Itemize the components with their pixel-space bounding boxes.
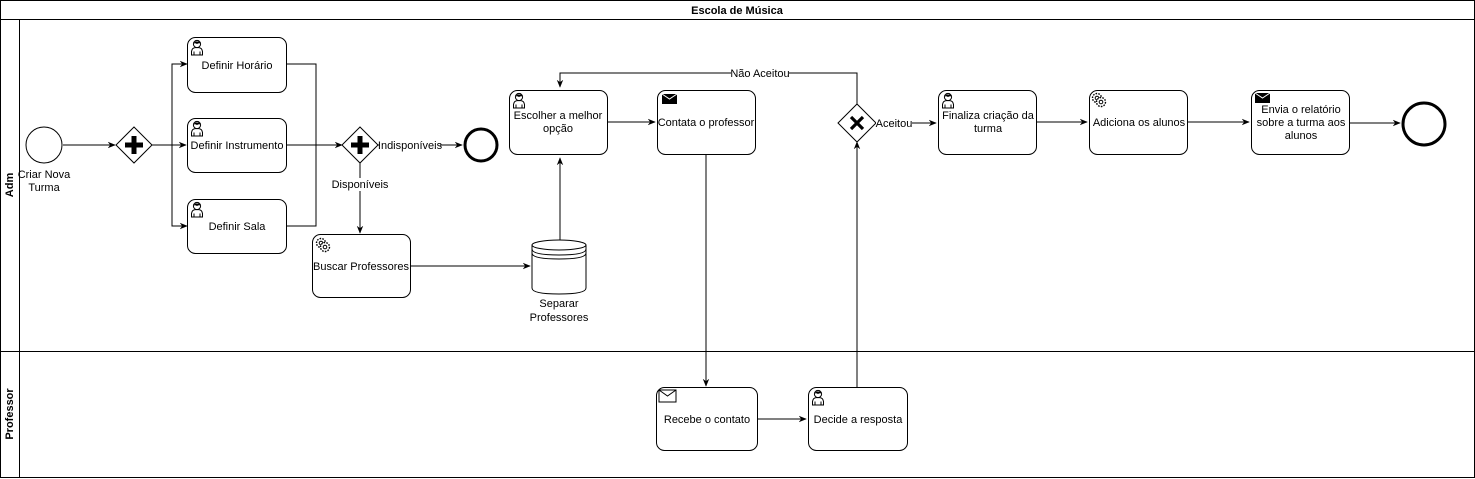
task-definir-instrumento[interactable]: Definir Instrumento: [187, 118, 287, 173]
flow-xor-nao-aceitou: [556, 72, 858, 104]
plus-icon: [125, 136, 143, 154]
svg-text:Contata o professor: Contata o professor: [658, 117, 755, 129]
svg-text:Finaliza criação da: Finaliza criação da: [942, 110, 1035, 122]
flow-label-aceitou: Aceitou: [876, 118, 913, 130]
svg-text:Definir Instrumento: Definir Instrumento: [191, 140, 284, 152]
flow-split-to-sala: [171, 145, 188, 230]
end-event[interactable]: [1401, 101, 1447, 147]
exclusive-gateway[interactable]: [837, 103, 877, 143]
flow-sala-to-join: [287, 145, 317, 227]
svg-text:Adiciona os alunos: Adiciona os alunos: [1093, 117, 1186, 129]
svg-text:sobre a turma aos: sobre a turma aos: [1257, 117, 1346, 129]
task-buscar-professores[interactable]: Buscar Professores: [312, 234, 411, 298]
svg-text:Definir Horário: Definir Horário: [202, 60, 273, 72]
task-contata-professor[interactable]: Contata o professor: [657, 90, 756, 155]
svg-text:Recebe o contato: Recebe o contato: [664, 414, 750, 426]
svg-text:Escolher a melhor: Escolher a melhor: [514, 110, 603, 122]
svg-text:Envia o relatório: Envia o relatório: [1261, 104, 1341, 116]
lane-label-adm: Adm: [4, 173, 16, 198]
task-escolher-melhor-opcao[interactable]: Escolher a melhor opção: [509, 90, 608, 155]
svg-text:opção: opção: [543, 123, 573, 135]
start-event-label: Criar Nova: [18, 169, 71, 181]
datastore-label: Separar: [539, 298, 578, 310]
parallel-split-gateway[interactable]: [115, 126, 153, 164]
task-adiciona-alunos[interactable]: Adiciona os alunos: [1089, 90, 1188, 155]
send-message-icon: [1254, 92, 1271, 104]
task-envia-relatorio[interactable]: Envia o relatório sobre a turma aos alun…: [1251, 90, 1350, 155]
parallel-join-gateway[interactable]: [341, 126, 379, 164]
plus-icon: [351, 136, 369, 154]
start-event[interactable]: [25, 126, 63, 164]
task-finaliza-criacao-turma[interactable]: Finaliza criação da turma: [938, 90, 1037, 155]
flow-label-disponiveis: Disponíveis: [332, 179, 389, 191]
receive-message-icon: [658, 389, 677, 403]
task-definir-horario[interactable]: Definir Horário: [187, 37, 287, 93]
task-decide-resposta[interactable]: Decide a resposta: [808, 387, 908, 451]
start-event-label: Turma: [28, 182, 60, 194]
send-message-icon: [661, 93, 678, 105]
datastore-label: Professores: [530, 312, 589, 324]
datastore-separar-professores[interactable]: [531, 239, 587, 295]
flow-label-nao-aceitou: Não Aceitou: [730, 68, 789, 80]
svg-text:alunos: alunos: [1285, 130, 1318, 142]
lane-label-professor: Professor: [4, 388, 16, 440]
pool-title: Escola de Música: [691, 5, 784, 17]
task-recebe-contato[interactable]: Recebe o contato: [656, 387, 758, 451]
svg-text:Decide a resposta: Decide a resposta: [814, 414, 904, 426]
end-event-indisponiveis[interactable]: [463, 127, 499, 163]
x-icon: [849, 115, 865, 131]
svg-text:turma: turma: [974, 123, 1003, 135]
flow-horario-to-join: [287, 63, 317, 145]
flow-label-indisponiveis: Indisponíveis: [378, 140, 443, 152]
task-definir-sala[interactable]: Definir Sala: [187, 199, 287, 254]
svg-text:Definir Sala: Definir Sala: [209, 221, 267, 233]
svg-text:Buscar Professores: Buscar Professores: [313, 261, 409, 273]
